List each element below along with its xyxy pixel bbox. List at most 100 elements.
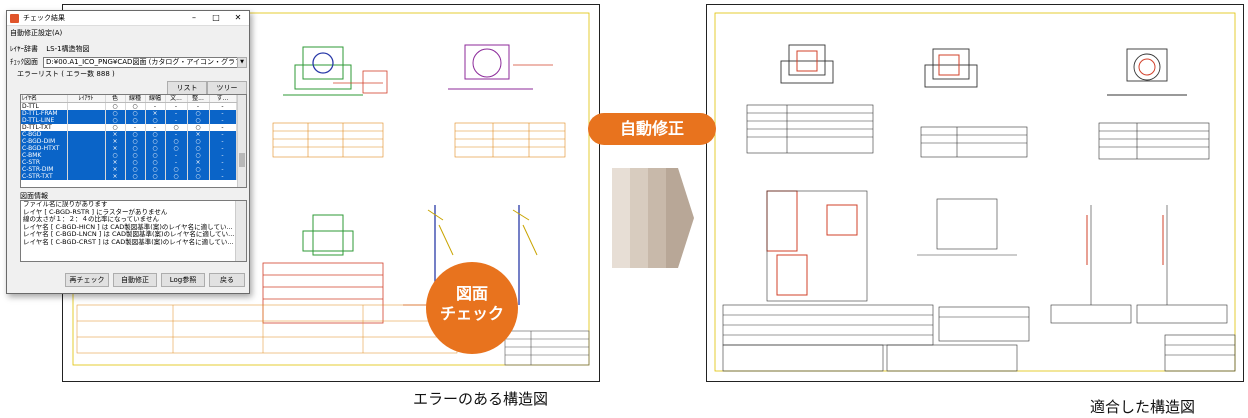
table-cell: [67, 166, 106, 173]
table-cell: -: [165, 159, 188, 166]
table-cell: -: [209, 102, 237, 110]
column-header[interactable]: ﾚｲﾔ名: [21, 95, 68, 103]
table-cell: ×: [105, 131, 126, 138]
scrollbar-thumb[interactable]: [239, 153, 245, 167]
column-header[interactable]: 線幅: [145, 95, 166, 103]
column-header[interactable]: 色: [105, 95, 126, 103]
table-cell: ○: [187, 166, 210, 173]
table-cell: -: [209, 173, 237, 180]
table-row[interactable]: C-STR-DIM×○○○○-: [21, 166, 237, 173]
table-cell: -: [165, 152, 188, 159]
tree-view-button[interactable]: ツリー: [207, 81, 247, 95]
table-cell: D-TTL-LINE: [21, 117, 68, 124]
chevron-down-icon: ▼: [240, 59, 244, 65]
table-cell: ○: [145, 131, 166, 138]
table-row[interactable]: C-BGD×○○-×-: [21, 131, 237, 138]
table-cell: ○: [125, 102, 146, 110]
table-cell: ○: [105, 124, 126, 131]
app-icon: [10, 13, 19, 23]
conforming-drawing-sheet: [706, 4, 1244, 382]
table-cell: ○: [125, 145, 146, 152]
message-line: レイヤ名 [ C-BGD-LNCN ] は CAD製図基準(案)のレイヤ名に適し…: [23, 230, 235, 239]
table-row[interactable]: C-STR×○○-×-: [21, 159, 237, 166]
table-cell: ○: [187, 173, 210, 180]
caption-conforming-drawing: 適合した構造図: [1090, 398, 1196, 416]
table-cell: -: [209, 166, 237, 173]
table-cell: C-STR: [21, 159, 68, 166]
column-header[interactable]: す...: [209, 95, 237, 103]
table-cell: -: [209, 159, 237, 166]
check-result-window: チェック結果 – □ ✕ 自動修正設定(A) ﾚｲﾔｰ辞書 LS-1構造物図 ﾁ…: [6, 10, 250, 294]
table-cell: -: [145, 124, 166, 131]
table-cell: [67, 117, 106, 124]
table-row[interactable]: C-BGD-HTXT×○○○○-: [21, 145, 237, 152]
recheck-button[interactable]: 再チェック: [65, 273, 109, 287]
autofix-button[interactable]: 自動修正: [113, 273, 157, 287]
message-line: ファイル名に誤りがあります: [23, 200, 108, 208]
caption-error-drawing: エラーのある構造図: [413, 390, 549, 408]
table-cell: ○: [125, 131, 146, 138]
table-cell: ○: [125, 138, 146, 145]
table-cell: ×: [187, 131, 210, 138]
table-cell: -: [165, 131, 188, 138]
table-header: ﾚｲﾔ名 ﾚｲｱｳﾄ 色 線種 線幅 文... 整... す...: [21, 95, 237, 103]
table-row[interactable]: C-STR-TXT×○○○○-: [21, 173, 237, 180]
table-cell: ○: [187, 117, 210, 124]
table-cell: -: [165, 110, 188, 117]
list-view-button[interactable]: リスト: [167, 81, 207, 95]
table-cell: [67, 138, 106, 145]
table-cell: [67, 102, 106, 110]
menu-autofix-settings[interactable]: 自動修正設定(A): [10, 29, 63, 37]
minimize-icon[interactable]: –: [192, 13, 196, 22]
table-row[interactable]: D-TTL○○----: [21, 102, 237, 110]
close-icon[interactable]: ✕: [234, 13, 242, 22]
table-cell: ○: [125, 159, 146, 166]
check-drawing-field[interactable]: D:¥00.A1_ICO_PNG¥CAD図面 (カタログ・アイコン・グラフィック…: [43, 57, 239, 68]
table-cell: C-BGD: [21, 131, 68, 138]
table-row[interactable]: D-TTL-FRAM○○×-○-: [21, 110, 237, 117]
table-cell: [67, 131, 106, 138]
table-cell: -: [209, 145, 237, 152]
table-cell: -: [209, 152, 237, 159]
table-row[interactable]: D-TTL-LINE○○○-○-: [21, 117, 237, 124]
table-cell: ○: [145, 159, 166, 166]
table-cell: -: [209, 110, 237, 117]
table-cell: -: [165, 117, 188, 124]
table-row[interactable]: D-TTL-TXT○--○○-: [21, 124, 237, 131]
table-cell: ○: [165, 166, 188, 173]
table-cell: ×: [145, 110, 166, 117]
drawing-check-badge: 図面 チェック: [426, 262, 518, 354]
table-cell: ○: [165, 173, 188, 180]
check-drawing-dropdown[interactable]: ▼: [237, 57, 247, 68]
table-cell: [67, 159, 106, 166]
column-header[interactable]: 整...: [187, 95, 210, 103]
table-cell: ○: [145, 145, 166, 152]
table-cell: ○: [125, 110, 146, 117]
error-list-table[interactable]: ﾚｲﾔ名 ﾚｲｱｳﾄ 色 線種 線幅 文... 整... す... D-TTL ○…: [20, 94, 247, 188]
table-row[interactable]: C-BGD-DIM×○○○○-: [21, 138, 237, 145]
table-cell: D-TTL: [21, 102, 68, 110]
table-cell: -: [145, 102, 166, 110]
table-cell: -: [209, 138, 237, 145]
message-header: 図面情報: [20, 192, 48, 200]
table-cell: ○: [165, 138, 188, 145]
log-view-button[interactable]: Log参照: [161, 273, 205, 287]
error-list-label: エラーリスト ( エラー数 888 ): [17, 70, 115, 78]
layer-dict-caption: ﾚｲﾔｰ辞書: [10, 45, 38, 53]
badge-line-1: 図面: [455, 284, 488, 303]
message-line: レイヤ名 [ C-BGD-CRST ] は CAD製図基準(案)のレイヤ名に適し…: [23, 237, 234, 246]
table-scrollbar[interactable]: [237, 95, 246, 187]
back-button[interactable]: 戻る: [209, 273, 245, 287]
column-header[interactable]: 文...: [165, 95, 188, 103]
column-header[interactable]: ﾚｲｱｳﾄ: [67, 95, 106, 103]
table-cell: ○: [187, 124, 210, 131]
autofix-badge: 自動修正: [588, 113, 716, 145]
message-list[interactable]: ファイル名に誤りがあります レイヤ [ C-BGD-RSTR ] にラスターがあ…: [20, 200, 247, 262]
column-header[interactable]: 線種: [125, 95, 146, 103]
maximize-icon[interactable]: □: [212, 13, 220, 22]
message-line: 線の太さが１：２：４の比率になっていません: [23, 215, 159, 224]
table-row[interactable]: C-BMK○○○-○-: [21, 152, 237, 159]
table-cell: ○: [105, 102, 126, 110]
message-scrollbar[interactable]: [235, 201, 246, 261]
table-cell: ○: [105, 152, 126, 159]
